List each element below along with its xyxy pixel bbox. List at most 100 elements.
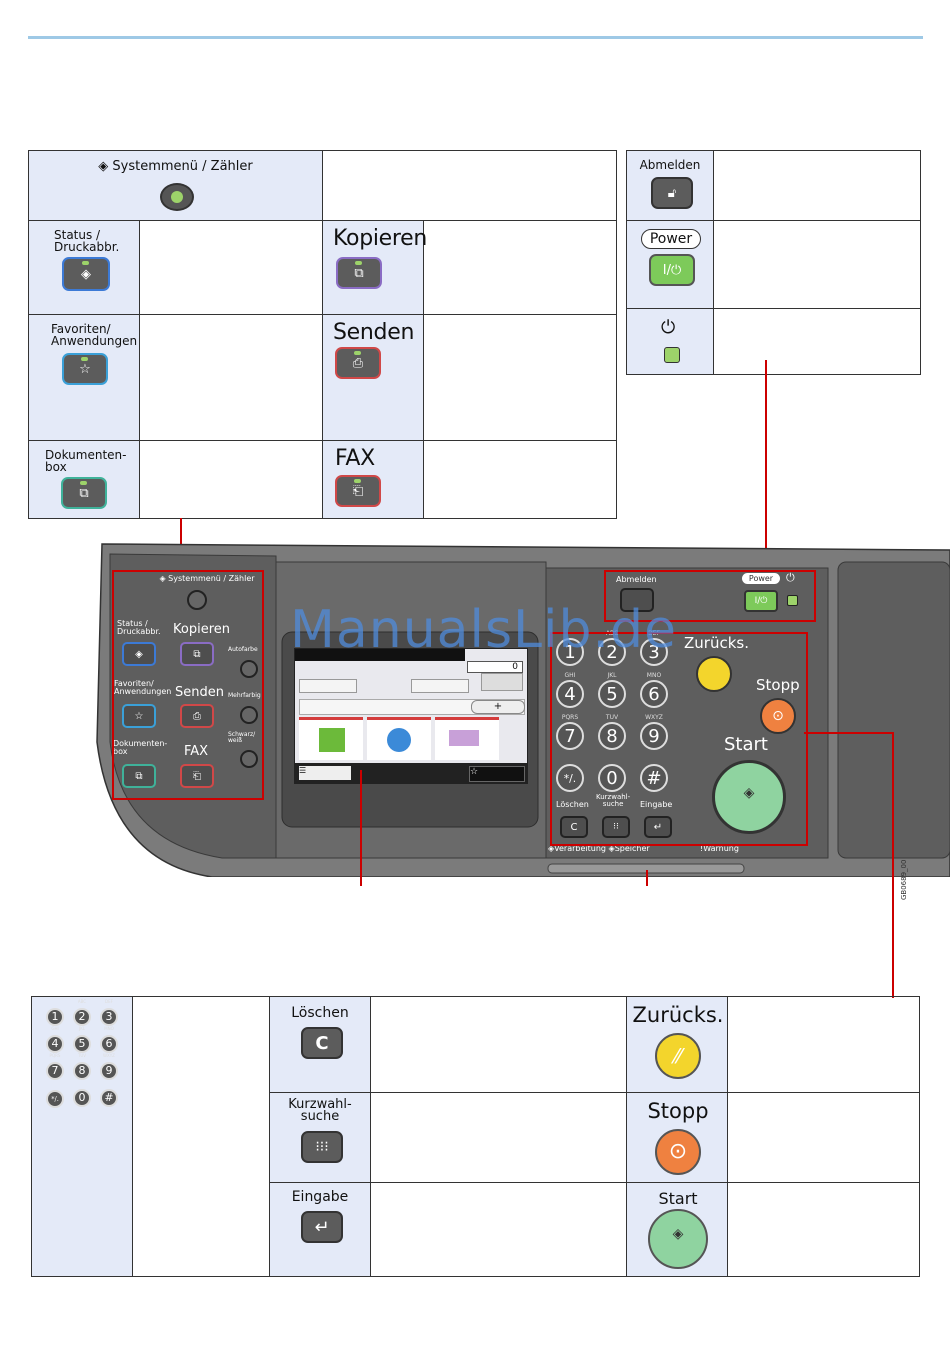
senden-button[interactable]: ⎙ [335,347,381,379]
screen-star-icon[interactable]: ☆ [469,766,525,782]
dokumentenbox-button[interactable]: ⧉ [61,477,107,509]
fax-cell: FAX ⎗ [322,440,424,519]
key-hash[interactable]: # [100,1086,118,1107]
stopp-label: Stopp [647,1099,709,1123]
device-eingabe-button[interactable]: ↵ [644,816,672,838]
device-fax-button[interactable]: ⎗ [180,764,214,788]
start-button[interactable]: ◈ [648,1209,708,1269]
key-letters: PQRS [49,1053,61,1058]
key-digit: 8 [73,1061,91,1080]
status-button[interactable]: ◈ [62,257,110,291]
key-1[interactable]: 1 [46,1005,64,1026]
senden-cell: Senden ⎙ [322,314,424,441]
eingabe-button[interactable]: ↵ [301,1211,343,1243]
abmelden-desc [713,150,921,221]
touch-screen[interactable]: 0 + ☰ ☆ [294,648,528,784]
system-menu-button[interactable] [160,183,194,211]
abmelden-button[interactable]: 🔓︎ [651,177,693,209]
system-menu-desc [322,150,617,221]
device-send-icon: ⎙ [193,710,201,722]
key-letters: JKL [78,1026,86,1031]
device-power-button[interactable]: I/⏻ [744,590,778,612]
energy-cell: ⏻ [626,308,714,375]
loeschen-cell: Löschen C [269,996,371,1093]
device-status-button[interactable]: ◈ [122,642,156,666]
device-abmelden-button[interactable] [620,588,654,612]
power-cell: Power I/⏻ [626,220,714,309]
kurzwahl-label: Kurzwahl- suche [288,1097,352,1124]
mehrfarbig-button[interactable] [240,706,258,724]
key-digit: 0 [73,1088,91,1107]
autofarbe-label: Autofarbe [228,646,258,653]
schwarzweiss-button[interactable] [240,750,258,768]
key-0[interactable]: 0 [598,764,626,792]
abmelden-cell: Abmelden 🔓︎ [626,150,714,221]
kopieren-desc [423,220,617,315]
key-digit: 3 [640,638,668,666]
kurzwahl-button[interactable]: ⁝⁝⁝ [301,1131,343,1163]
key-digit: 7 [556,722,584,750]
autofarbe-button[interactable] [240,660,258,678]
speicher-icon: ◈ [608,844,615,853]
device-start-button[interactable]: ◈ [712,760,786,834]
highlight-left-buttons [112,570,264,800]
device-power-label: Power [742,573,780,584]
screen-plus-icon[interactable]: + [471,700,525,714]
dokumentenbox-cell: Dokumenten- box ⧉ [28,440,140,519]
stopp-button[interactable]: ⊙ [655,1129,701,1175]
device-system-menu-button[interactable] [187,590,207,610]
device-favoriten-button[interactable]: ☆ [122,704,156,728]
favoriten-button[interactable]: ☆ [62,353,108,385]
key-digit: 3 [100,1007,118,1026]
zurueck-button[interactable]: ⁄⁄ [655,1033,701,1079]
fax-button[interactable]: ⎗ [335,475,381,507]
loeschen-label: Löschen [291,1005,349,1021]
device-abmelden-label: Abmelden [616,575,657,584]
device-stopp-button[interactable]: ⊙ [760,698,796,734]
device-start-label: Start [724,734,768,755]
screen-list-icon[interactable]: ☰ [299,766,351,780]
device-kurzwahl-button[interactable]: ⁝⁝ [602,816,630,838]
key-letters: TUV [77,1053,87,1058]
device-zurueck-button[interactable] [696,656,732,692]
stopp-desc [727,1092,920,1183]
power-desc [713,220,921,309]
device-c-button[interactable]: C [560,816,588,838]
key-letters: GHI [564,672,576,679]
c-button[interactable]: C [301,1027,343,1059]
key-star[interactable]: */. [46,1086,64,1108]
key-digit: */. [556,764,584,792]
power-label: Power [641,229,701,249]
send-icon: ⎙ [352,355,364,371]
kopieren-button[interactable]: ⧉ [336,257,382,289]
device-dokumentenbox-button[interactable]: ⧉ [122,764,156,788]
key-0[interactable]: 0 [73,1086,91,1107]
power-button[interactable]: I/⏻ [649,254,695,286]
key-letters: GHI [51,1026,59,1031]
key-digit: 5 [598,680,626,708]
device-kurzwahl-label: Kurzwahl- suche [596,793,631,808]
key-8[interactable]: TUV 8 [73,1054,91,1080]
system-menu-label: Systemmenü / Zähler [112,159,253,174]
schwarzweiss-label: Schwarz/ weiß [228,731,256,744]
key-1[interactable]: 1 [556,638,584,666]
device-kopieren-button[interactable]: ⧉ [180,642,214,666]
kopieren-label: Kopieren [333,226,428,251]
key-star[interactable]: */. [556,764,584,792]
key-hash[interactable]: # [640,764,668,792]
device-senden-button[interactable]: ⎙ [180,704,214,728]
